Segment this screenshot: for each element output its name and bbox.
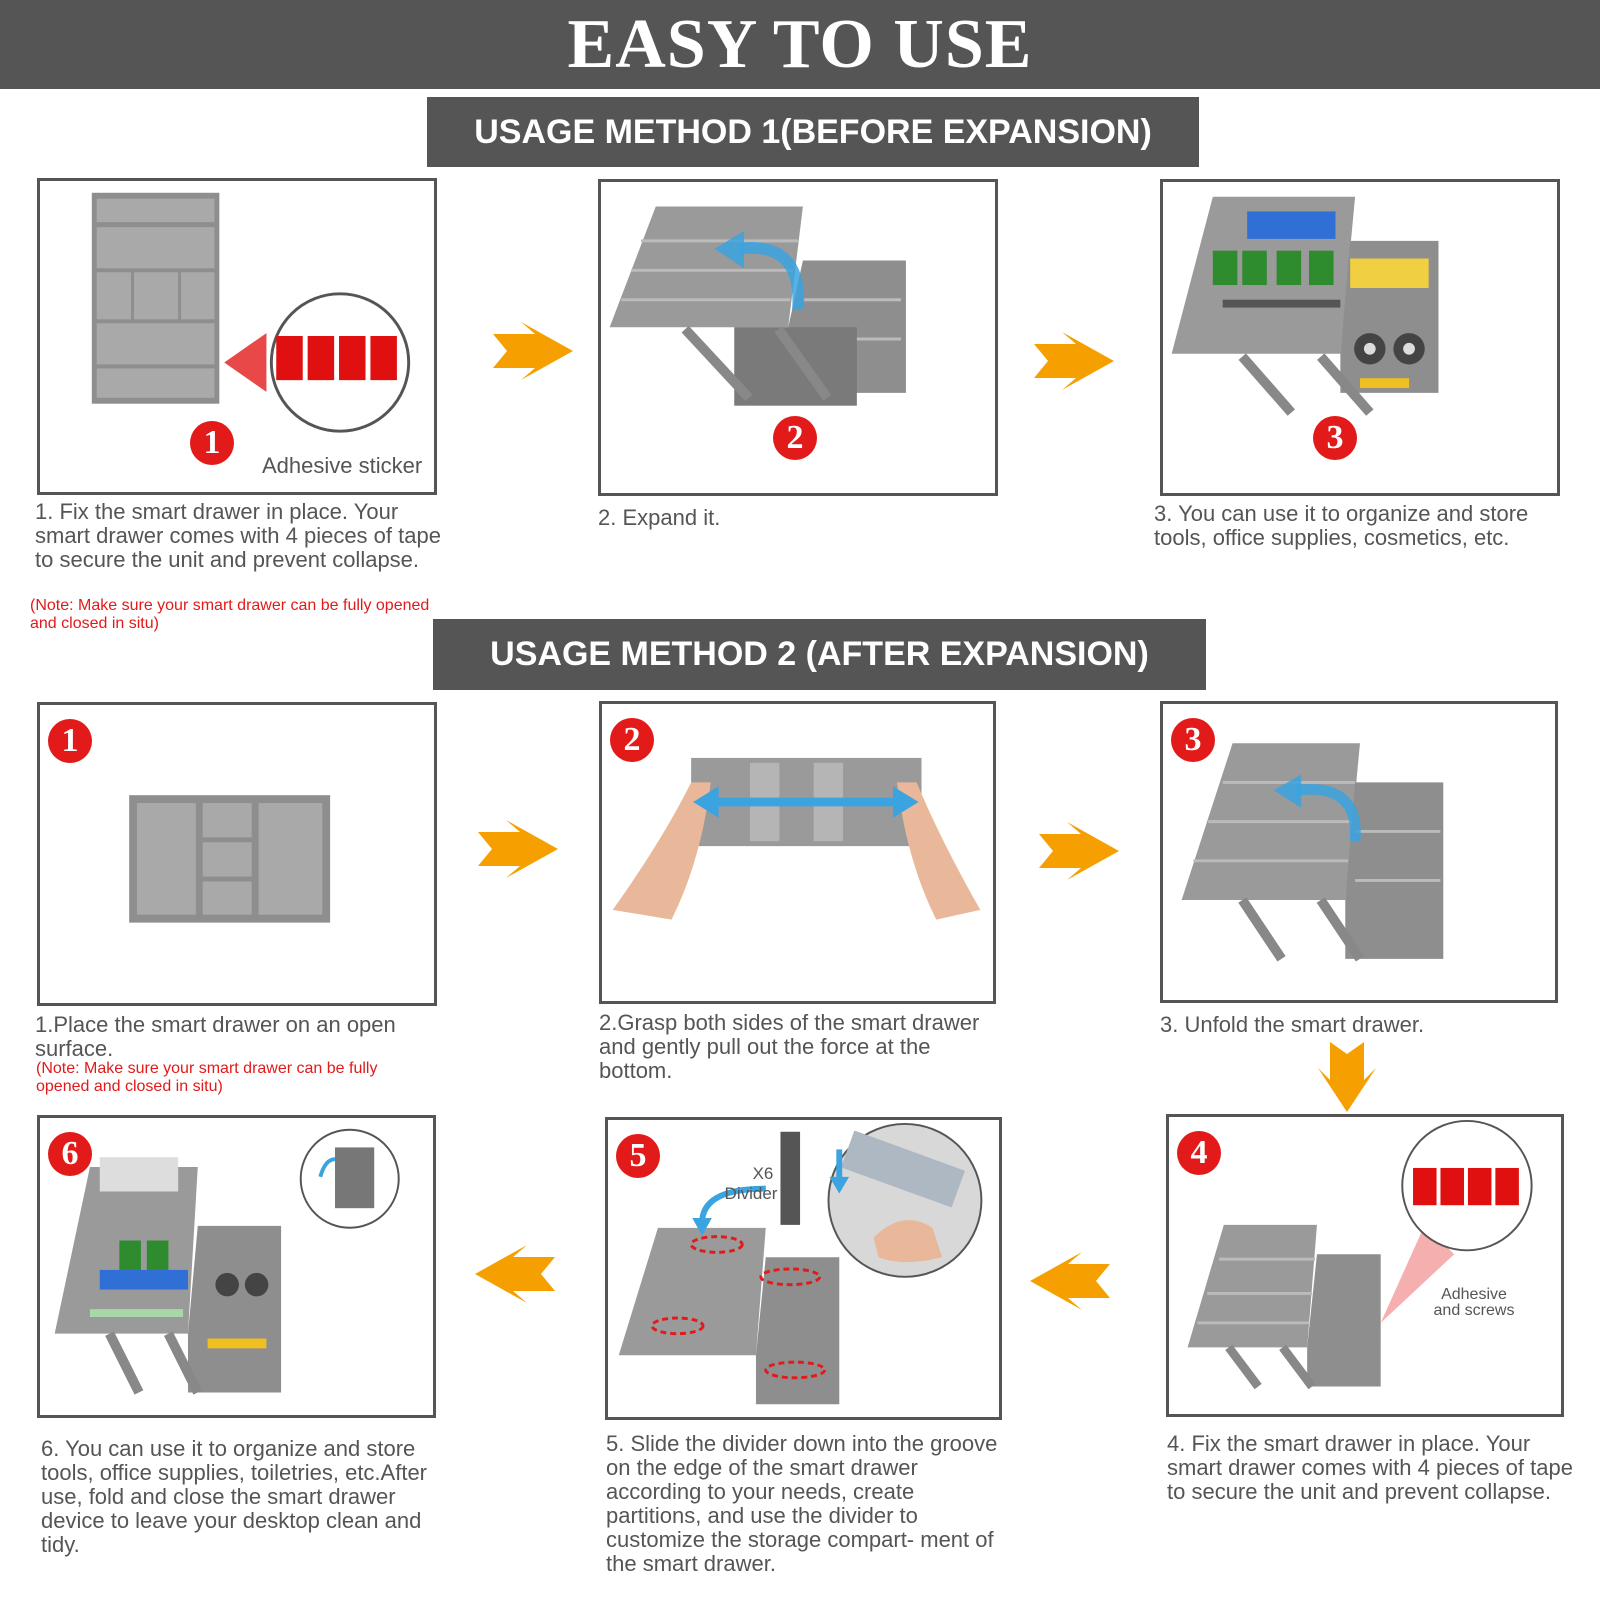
method1-step1-caption: 1. Fix the smart drawer in place. Your s… [35,499,441,572]
step-badge: 2 [773,416,817,460]
method1-step2-panel: 2 [598,179,998,496]
right-arrow-icon [478,820,558,878]
step-badge: 3 [1313,416,1357,460]
method2-step1-panel: 1 [37,702,437,1006]
step-badge: 5 [616,1134,660,1178]
organized-drawer-illustration [1171,196,1439,416]
curved-arrow-icon [1295,783,1361,842]
step-badge: 1 [48,719,92,763]
method1-step3-caption: 3. You can use it to organize and store … [1154,501,1529,550]
method2-step3-caption: 3. Unfold the smart drawer. [1160,1012,1425,1037]
method2-step3-panel: 3 [1160,701,1558,1003]
method2-step1-caption: 1.Place the smart drawer on an open surf… [35,1012,396,1061]
right-arrow-icon [1034,332,1114,390]
method2-step2-panel: 2 [599,701,996,1004]
adhesive-label: Adhesive [1441,1286,1507,1303]
down-arrow-icon [1318,1042,1376,1112]
method2-step5-caption: 5. Slide the divider down into the groov… [606,1431,998,1576]
divider-installation-illustration [618,1122,983,1405]
pulling-drawer-illustration [612,757,981,920]
step-badge: 4 [1177,1131,1221,1175]
adhesive-sticker-label: Adhesive sticker [262,453,423,478]
unfolding-drawer-illustration [1181,743,1444,962]
method2-step4-panel: 4 Adhesive and screws [1166,1114,1564,1417]
right-arrow-icon [493,322,573,380]
curved-arrow-icon [699,1185,766,1224]
method2-step5-panel: 5 X6 Divider [605,1117,1002,1420]
curved-arrow-icon [738,242,805,310]
method2-step1-note: (Note: Make sure your smart drawer can b… [36,1060,378,1095]
method2-step6-panel: 6 [37,1115,436,1418]
divider-label: Divider [724,1184,778,1203]
step-badge: 1 [190,421,234,465]
step-badge: 2 [610,718,654,762]
method2-step2-caption: 2.Grasp both sides of the smart drawer a… [599,1010,980,1083]
folded-drawer-illustration [91,192,411,433]
left-arrow-icon [1030,1252,1110,1310]
organized-drawer-illustration [54,1128,400,1395]
page-title: EASY TO USE [567,5,1033,83]
method1-header: USAGE METHOD 1(BEFORE EXPANSION) [427,97,1199,167]
method1-step1-note: (Note: Make sure your smart drawer can b… [30,597,430,632]
step-badge: 3 [1171,718,1215,762]
right-arrow-icon [1039,822,1119,880]
left-arrow-icon [475,1245,555,1303]
expanding-drawer-illustration [609,206,906,406]
method2-step6-caption: 6. You can use it to organize and store … [41,1436,427,1557]
method2-step4-caption: 4. Fix the smart drawer in place. Your s… [1167,1431,1573,1504]
fixing-drawer-illustration [1187,1119,1533,1390]
screws-label: and screws [1433,1302,1515,1319]
method1-step2-caption: 2. Expand it. [598,505,721,530]
closed-drawer-illustration [129,795,331,923]
divider-count-label: X6 [752,1164,774,1183]
method1-step1-panel: 1 Adhesive sticker [37,178,437,495]
top-banner: EASY TO USE [0,0,1600,89]
method1-step3-panel: 3 [1160,179,1560,496]
step-badge: 6 [48,1132,92,1176]
method2-header: USAGE METHOD 2 (AFTER EXPANSION) [433,619,1206,690]
